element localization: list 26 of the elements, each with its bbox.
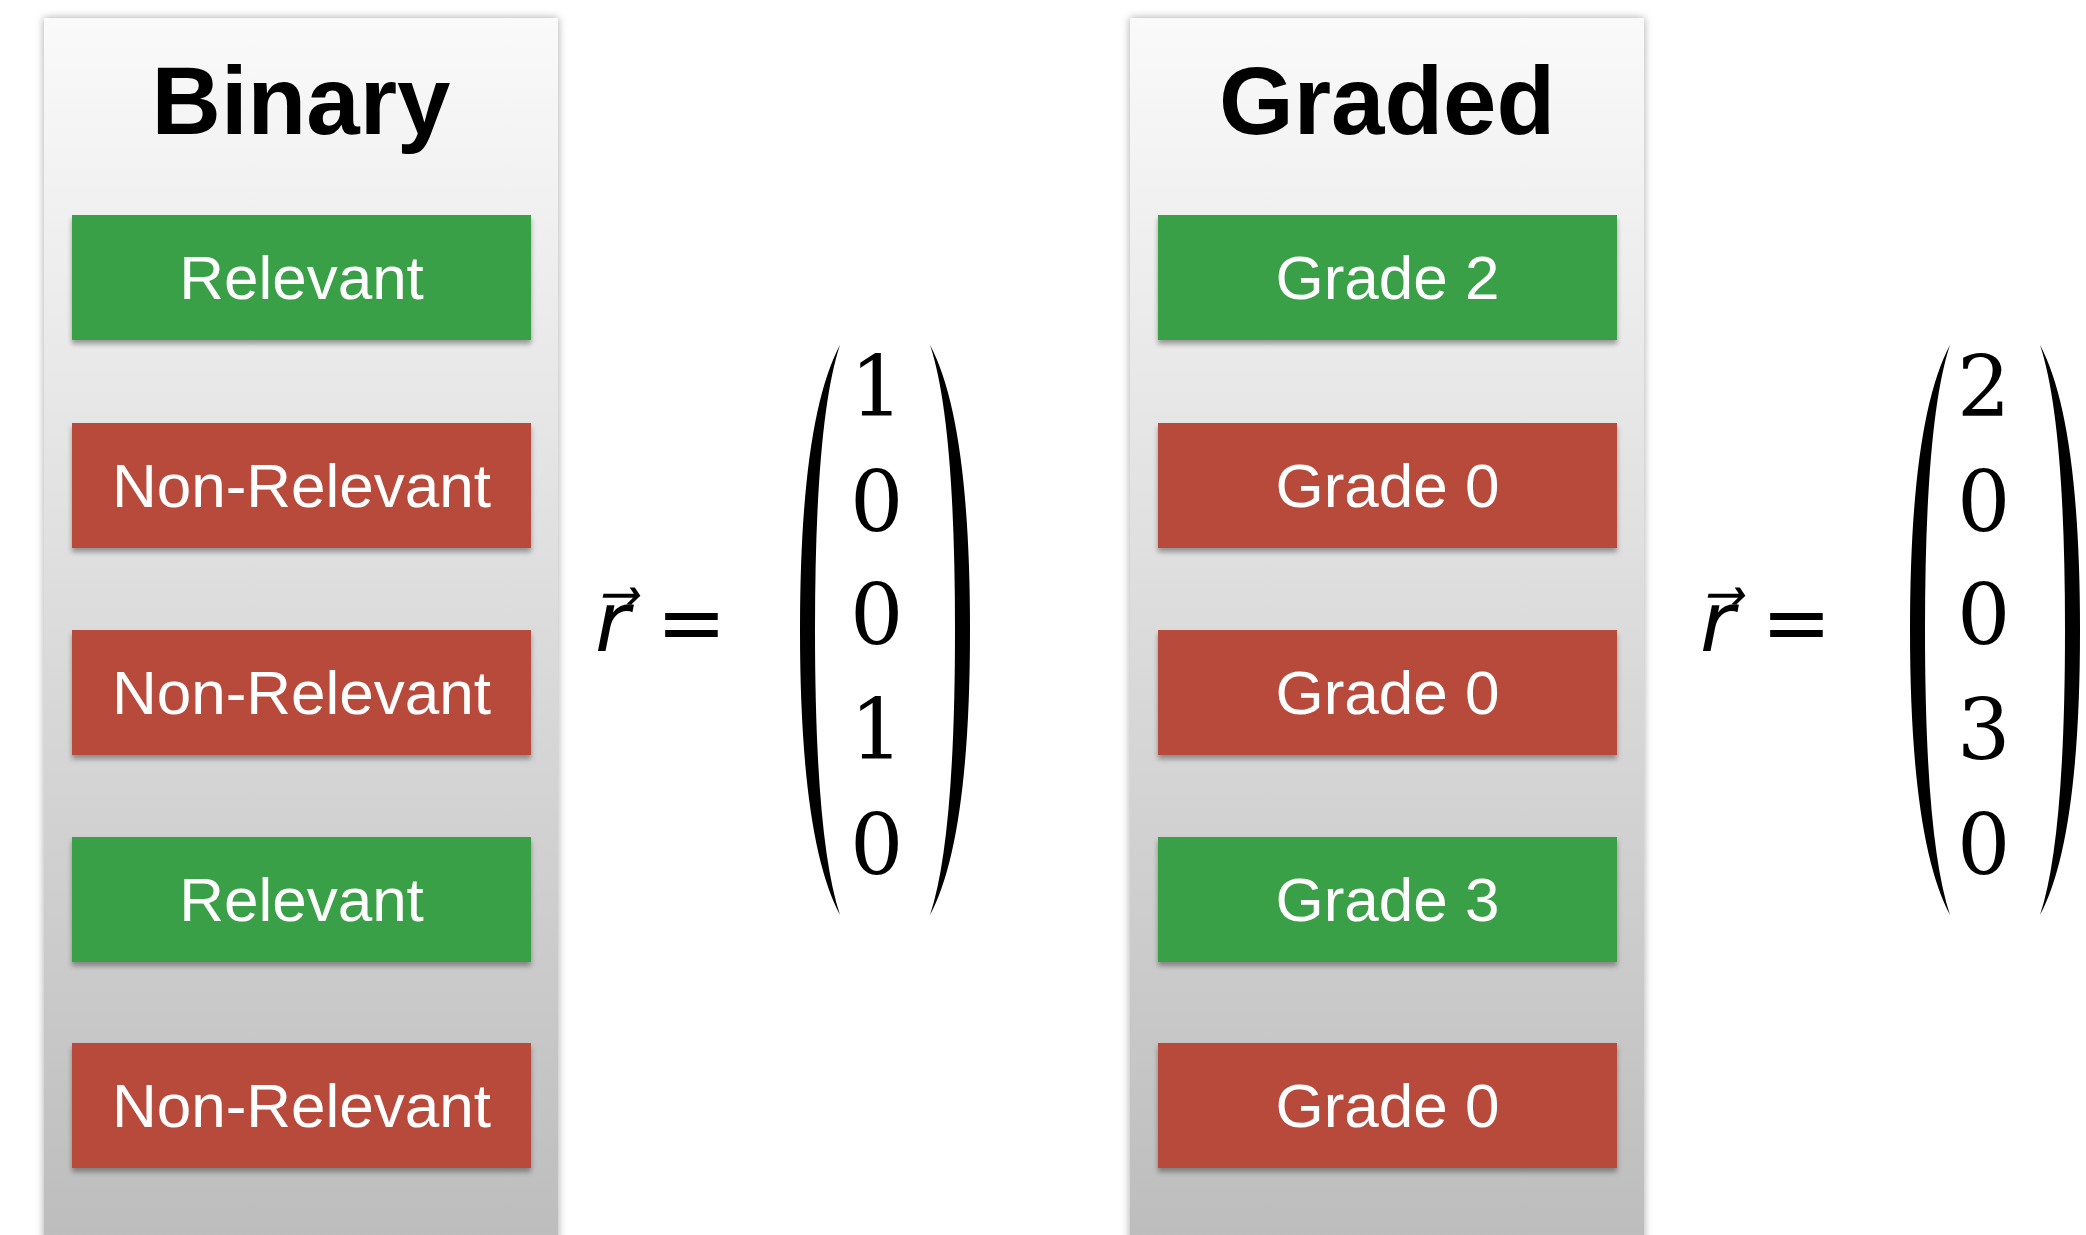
judgment-tile: Non-Relevant <box>72 423 531 548</box>
vector-entry: 0 <box>1957 460 2011 544</box>
judgment-tile: Relevant <box>72 837 531 962</box>
column-panel <box>44 18 558 1235</box>
judgment-tile: Grade 3 <box>1158 837 1617 962</box>
column-panel <box>1130 18 1644 1235</box>
judgment-tile: Grade 0 <box>1158 630 1617 755</box>
column-title: Graded <box>1217 46 1557 156</box>
vector-entry: 0 <box>850 803 904 887</box>
vector-equation: r⃗ = <box>1700 580 1832 664</box>
vector-entry: 0 <box>1957 573 2011 657</box>
judgment-tile: Relevant <box>72 215 531 340</box>
vector-entry: 1 <box>850 345 904 429</box>
column-title: Binary <box>150 46 452 156</box>
vector-equation: r⃗ = <box>595 580 727 664</box>
vector-entry: 0 <box>1957 803 2011 887</box>
judgment-tile: Non-Relevant <box>72 1043 531 1168</box>
vector-entry: 3 <box>1957 688 2011 772</box>
vector-entry: 2 <box>1957 345 2011 429</box>
vector-entry: 1 <box>850 688 904 772</box>
vector-entry: 0 <box>850 460 904 544</box>
judgment-tile: Grade 2 <box>1158 215 1617 340</box>
judgment-tile: Grade 0 <box>1158 423 1617 548</box>
judgment-tile: Grade 0 <box>1158 1043 1617 1168</box>
judgment-tile: Non-Relevant <box>72 630 531 755</box>
vector-entry: 0 <box>850 573 904 657</box>
